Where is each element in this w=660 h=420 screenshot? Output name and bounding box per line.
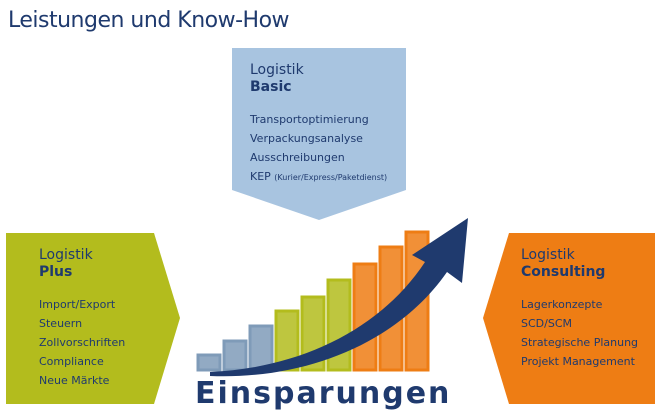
- panel-consulting-line1: Logistik: [521, 247, 575, 263]
- growth-bar-fill: [225, 342, 245, 369]
- plus-item: Import/Export: [39, 298, 116, 311]
- panel-consulting-line2: Consulting: [521, 264, 606, 280]
- panel-plus-text: Logistik Plus Import/Export Steuern Zoll…: [39, 247, 125, 390]
- basic-item: Verpackungsanalyse: [250, 132, 363, 145]
- growth-bar-fill: [199, 356, 219, 369]
- plus-item: Compliance: [39, 355, 104, 368]
- panel-basic-line1: Logistik: [250, 62, 304, 78]
- kep-note: (Kurier/Express/Paketdienst): [274, 173, 388, 182]
- basic-item-kep: KEP (Kurier/Express/Paketdienst): [250, 167, 387, 187]
- panel-basic-text: Logistik Basic Transportoptimierung Verp…: [250, 62, 387, 187]
- panel-logistik-consulting: Logistik Consulting Lagerkonzepte SCD/SC…: [483, 233, 655, 404]
- panel-plus-shape: [6, 233, 180, 404]
- growth-bar-fill: [355, 265, 375, 369]
- plus-item: Neue Märkte: [39, 374, 110, 387]
- panel-plus-line1: Logistik: [39, 247, 93, 263]
- panel-basic-shape: [232, 48, 406, 220]
- growth-bar: [300, 295, 326, 372]
- savings-label: Einsparungen: [195, 376, 452, 411]
- consulting-item: SCD/SCM: [521, 317, 572, 330]
- panel-logistik-basic: Logistik Basic Transportoptimierung Verp…: [232, 48, 406, 220]
- basic-item: Ausschreibungen: [250, 151, 345, 164]
- panel-basic-line2: Basic: [250, 79, 292, 95]
- panel-consulting-shape: [483, 233, 655, 404]
- panel-plus-line2: Plus: [39, 264, 73, 280]
- growth-bar-fill: [251, 327, 271, 369]
- growth-bar-fill: [277, 312, 297, 369]
- plus-item: Zollvorschriften: [39, 336, 126, 349]
- page-title: Leistungen und Know-How: [8, 8, 290, 33]
- consulting-item: Projekt Management: [521, 355, 635, 368]
- panel-consulting-text: Logistik Consulting Lagerkonzepte SCD/SC…: [521, 247, 638, 371]
- consulting-item: Strategische Planung: [521, 336, 639, 349]
- growth-bar: [326, 278, 352, 372]
- panel-logistik-plus: Logistik Plus Import/Export Steuern Zoll…: [6, 233, 180, 404]
- basic-item: Transportoptimierung: [250, 113, 369, 126]
- growth-arrow-icon: [210, 218, 468, 377]
- growth-bar: [196, 353, 222, 372]
- consulting-item: Lagerkonzepte: [521, 298, 603, 311]
- plus-item: Steuern: [39, 317, 83, 330]
- kep-label: KEP: [250, 170, 271, 183]
